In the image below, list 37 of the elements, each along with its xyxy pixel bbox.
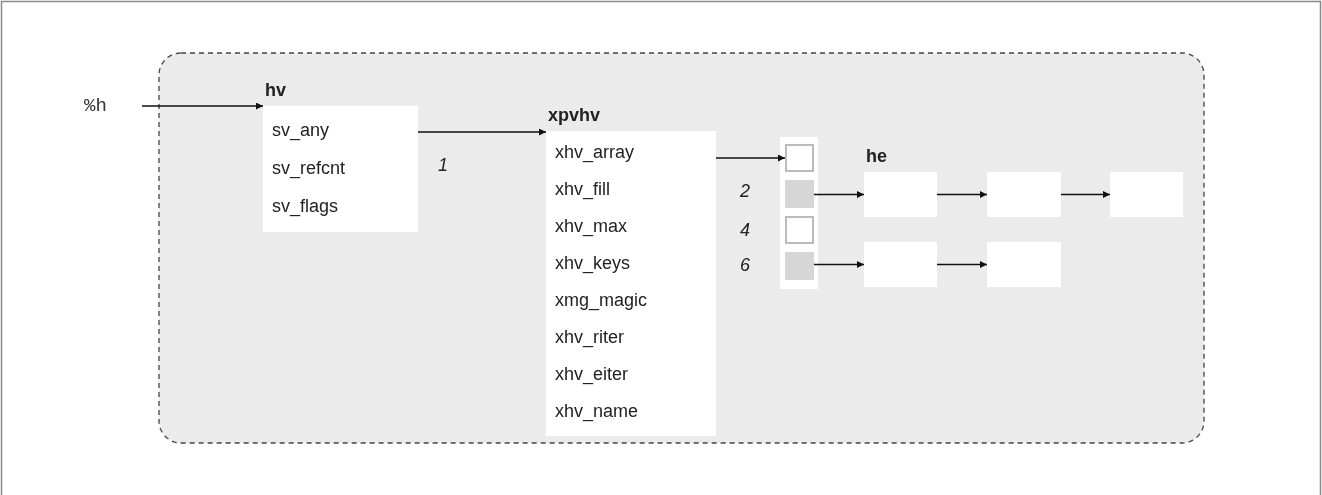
bucket-slot — [785, 180, 814, 208]
arrow — [936, 191, 988, 198]
field-name: xhv_max — [555, 215, 628, 237]
struct-name: xpvhv — [548, 104, 601, 126]
struct-name: he — [866, 145, 887, 167]
dashed-region — [158, 52, 1205, 444]
field-name: sv_refcnt — [272, 157, 346, 179]
callout-number: 4 — [740, 219, 750, 241]
arrow — [936, 261, 988, 268]
bucket-slot — [785, 252, 814, 280]
arrow — [715, 154, 786, 162]
entry-box — [987, 242, 1061, 287]
field-name: xhv_riter — [555, 326, 625, 348]
bucket-slot — [785, 144, 814, 172]
field-name: sv_any — [272, 119, 330, 141]
field-name: xhv_keys — [555, 252, 631, 274]
variable-label: %h — [84, 94, 142, 118]
callout-number: 2 — [740, 180, 750, 202]
struct-name: hv — [265, 79, 286, 101]
arrow — [1060, 191, 1111, 198]
arrow — [813, 261, 865, 268]
field-name: sv_flags — [272, 195, 339, 217]
entry-box — [864, 242, 937, 287]
callout-number: 1 — [438, 154, 448, 176]
bucket-array — [780, 137, 818, 289]
arrow — [141, 102, 264, 110]
entry-box — [987, 172, 1061, 217]
bucket-slot — [785, 216, 814, 244]
field-name: xhv_name — [555, 400, 639, 422]
field-name: xmg_magic — [555, 289, 648, 311]
field-name: xhv_array — [555, 141, 635, 163]
callout-number: 6 — [740, 254, 750, 276]
field-name: xhv_eiter — [555, 363, 629, 385]
arrow — [813, 191, 865, 198]
field-name: xhv_fill — [555, 178, 611, 200]
arrow — [417, 128, 547, 136]
entry-box — [1110, 172, 1183, 217]
